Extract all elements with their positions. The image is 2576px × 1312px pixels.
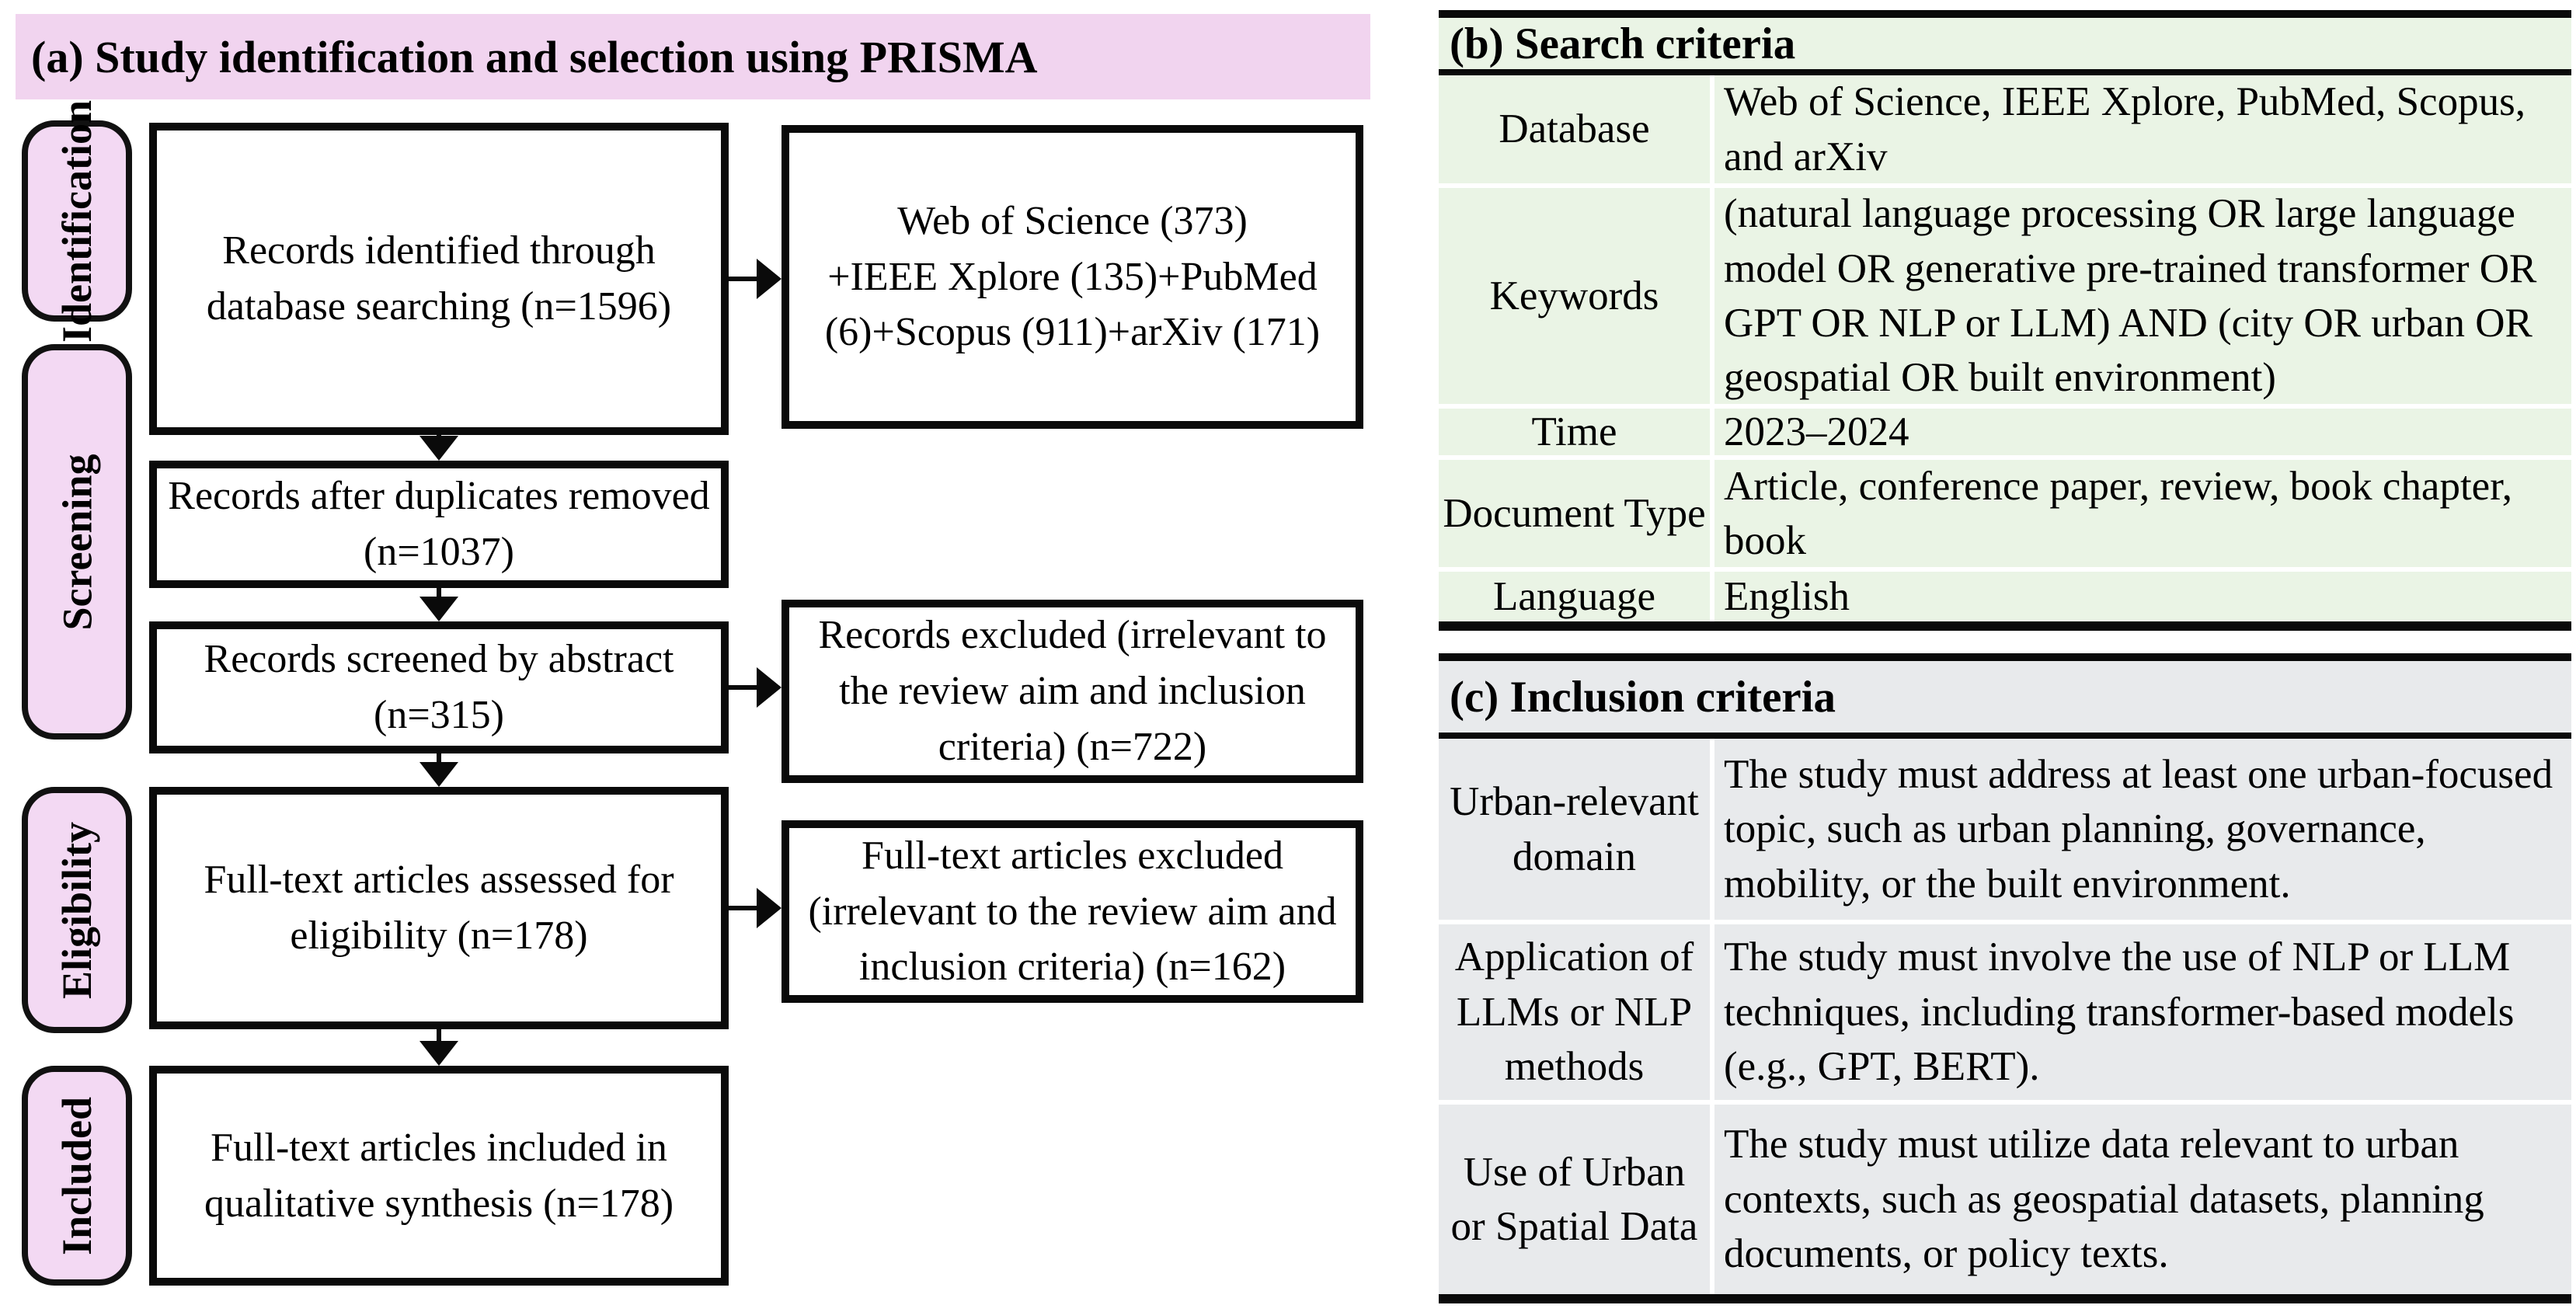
arrow-down-screened-to-assessed (419, 762, 458, 787)
arrow-down-assessed-to-included (419, 1041, 458, 1066)
table-c-bottom-rule (1439, 1294, 2571, 1303)
table-b-value-time: 2023–2024 (1724, 409, 1909, 454)
table-b-top-rule (1439, 10, 2571, 18)
stage-label-screening: Screening (22, 344, 132, 740)
table-b-label-database: Database (1439, 75, 1714, 183)
table-c-label-llm-application: Application of LLMs or NLP methods (1439, 924, 1714, 1100)
box-fulltext-included-text: Full-text articles included in qualitati… (204, 1125, 674, 1226)
stage-label-identification: Identification (22, 99, 132, 343)
arrow-right-screened-to-excluded (757, 667, 782, 708)
table-row-language: Language English (1439, 567, 2571, 621)
table-b-bottom-rule (1439, 621, 2571, 631)
box-fulltext-assessed-text: Full-text articles assessed for eligibil… (204, 858, 674, 958)
table-b-label-language: Language (1439, 572, 1714, 621)
box-records-excluded: Records excluded (irrelevant to the revi… (782, 600, 1363, 783)
box-records-screened: Records screened by abstract (n=315) (149, 621, 729, 753)
table-b-value-language: English (1724, 573, 1850, 619)
stage-label-eligibility: Eligibility (22, 787, 132, 1033)
box-duplicates-removed: Records after duplicates removed (n=1037… (149, 461, 729, 588)
box-database-sources: Web of Science (373) +IEEE Xplore (135)+… (782, 125, 1363, 429)
stage-label-included: Included (22, 1066, 132, 1286)
connector-line-assessed-to-excluded (729, 906, 763, 910)
table-b-value-document-type: Article, conference paper, review, book … (1724, 463, 2512, 563)
box-fulltext-excluded: Full-text articles excluded (irrelevant … (782, 820, 1363, 1003)
connector-line-screened-to-assessed (437, 753, 441, 765)
box-records-screened-text: Records screened by abstract (n=315) (204, 637, 674, 737)
table-c-value-urban-domain: The study must address at least one urba… (1724, 751, 2553, 907)
stage-label-screening-text: Screening (54, 454, 100, 630)
connector-line-identified-to-sources (729, 277, 763, 281)
arrow-down-dedup-to-screened (419, 597, 458, 621)
inclusion-criteria-table: (c) Inclusion criteria Urban-relevant do… (1439, 653, 2571, 1303)
arrow-right-identified-to-sources (757, 259, 782, 299)
stage-label-identification-text: Identification (54, 99, 101, 343)
box-fulltext-included: Full-text articles included in qualitati… (149, 1066, 729, 1286)
table-row-llm-application: Application of LLMs or NLP methods The s… (1439, 920, 2571, 1100)
table-b-value-keywords: (natural language processing OR large la… (1724, 191, 2537, 401)
box-fulltext-excluded-text: Full-text articles excluded (irrelevant … (808, 833, 1337, 990)
box-fulltext-assessed: Full-text articles assessed for eligibil… (149, 787, 729, 1029)
connector-line-screened-to-excluded (729, 685, 763, 690)
box-records-identified-text: Records identified through database sear… (206, 228, 672, 329)
arrow-down-identified-to-dedup (419, 436, 458, 461)
table-c-top-rule (1439, 653, 2571, 661)
table-b-title: (b) Search criteria (1450, 19, 1796, 68)
table-row-database: Database Web of Science, IEEE Xplore, Pu… (1439, 75, 2571, 183)
table-c-title: (c) Inclusion criteria (1450, 672, 1836, 722)
connector-line-assessed-to-included (437, 1029, 441, 1044)
table-row-spatial-data: Use of Urban or Spatial Data The study m… (1439, 1100, 2571, 1294)
arrow-right-assessed-to-excluded (757, 888, 782, 928)
box-records-excluded-text: Records excluded (irrelevant to the revi… (818, 613, 1327, 769)
table-row-document-type: Document Type Article, conference paper,… (1439, 455, 2571, 567)
table-c-value-llm-application: The study must involve the use of NLP or… (1724, 934, 2515, 1090)
table-b-header-rule (1439, 69, 2571, 75)
table-c-value-spatial-data: The study must utilize data relevant to … (1724, 1122, 2484, 1277)
table-c-header: (c) Inclusion criteria (1439, 661, 2571, 733)
box-records-identified: Records identified through database sear… (149, 123, 729, 435)
table-row-keywords: Keywords (natural language processing OR… (1439, 183, 2571, 404)
stage-label-included-text: Included (54, 1096, 100, 1255)
search-criteria-table: (b) Search criteria Database Web of Scie… (1439, 10, 2571, 631)
connector-line-dedup-to-screened (437, 588, 441, 600)
table-row-urban-domain: Urban-relevant domain The study must add… (1439, 739, 2571, 920)
table-b-label-document-type: Document Type (1439, 460, 1714, 567)
stage-label-eligibility-text: Eligibility (54, 821, 100, 999)
box-database-sources-text: Web of Science (373) +IEEE Xplore (135)+… (824, 198, 1321, 355)
table-c-label-urban-domain: Urban-relevant domain (1439, 739, 1714, 920)
table-c-header-rule (1439, 733, 2571, 739)
table-b-label-time: Time (1439, 409, 1714, 455)
table-row-time: Time 2023–2024 (1439, 404, 2571, 455)
table-b-header: (b) Search criteria (1439, 18, 2571, 69)
table-b-value-database: Web of Science, IEEE Xplore, PubMed, Sco… (1724, 79, 2526, 179)
box-duplicates-removed-text: Records after duplicates removed (n=1037… (168, 474, 710, 574)
table-c-label-spatial-data: Use of Urban or Spatial Data (1439, 1105, 1714, 1294)
table-b-label-keywords: Keywords (1439, 188, 1714, 404)
panel-a-title: (a) Study identification and selection u… (16, 14, 1370, 99)
